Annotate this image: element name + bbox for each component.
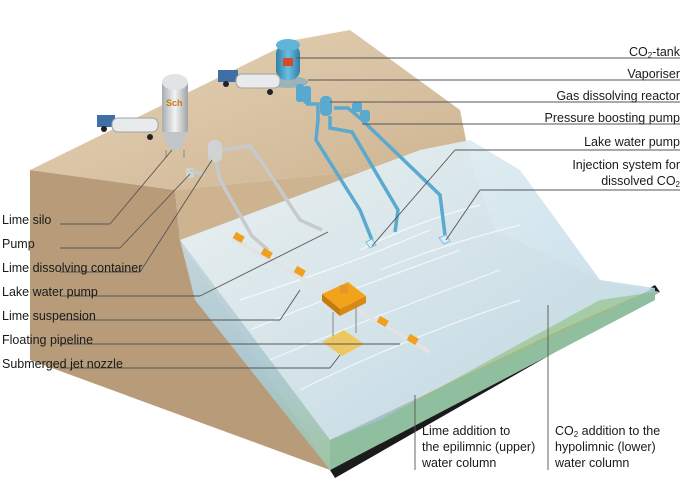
co2-system — [268, 39, 451, 249]
hypolimnion-layer — [330, 292, 655, 470]
label-co2-addition-line2: hypolimnic (lower) — [555, 440, 656, 454]
lime-silo-shape — [162, 82, 188, 132]
label-lime-silo: Lime silo — [2, 213, 52, 227]
label-floating-pipeline: Floating pipeline — [2, 333, 94, 347]
label-lime-dissolving-container: Lime dissolving container — [2, 261, 143, 275]
land-top — [30, 30, 470, 190]
label-co2-addition-post: addition to the — [578, 424, 661, 438]
label-co2-addition-line1: CO2 addition to the — [555, 424, 660, 439]
gas-reactor-shape — [320, 96, 332, 116]
label-lime-suspension: Lime suspension — [2, 309, 96, 323]
pressure-pump-shape — [352, 102, 362, 112]
label-co2-addition-line3: water column — [555, 456, 630, 470]
label-injection-system-line1: Injection system for — [572, 158, 680, 172]
leader-lines — [60, 57, 680, 470]
silo-brand-text: Sch — [166, 98, 183, 108]
label-co2-tank-sub: 2 — [647, 51, 653, 60]
label-lime-addition-line3: water column — [422, 456, 497, 470]
lime-system: Sch — [162, 74, 323, 252]
label-co2-tank-post: -tank — [652, 45, 680, 59]
label-lime-addition-line1: Lime addition to — [422, 424, 511, 438]
label-lake-water-pump-left: Lake water pump — [2, 285, 98, 299]
label-injection-system-line2: dissolved CO2 — [500, 174, 680, 189]
pump-platform — [322, 282, 366, 309]
submerged-nozzle-grid — [322, 330, 364, 356]
vaporiser-shape — [296, 84, 304, 102]
label-pump: Pump — [2, 237, 35, 251]
label-co2-addition-sub: 2 — [573, 430, 579, 439]
co2-truck — [218, 70, 281, 95]
label-co2-tank: CO2-tank — [560, 45, 680, 60]
label-gas-dissolving-reactor: Gas dissolving reactor — [556, 89, 680, 103]
lake-cross-section — [180, 240, 330, 470]
label-pressure-boosting-pump: Pressure boosting pump — [544, 111, 681, 125]
label-submerged-jet-nozzle: Submerged jet nozzle — [2, 357, 123, 371]
label-co2-addition-pre: CO — [555, 424, 574, 438]
label-injection-system-line2-sub: 2 — [675, 180, 680, 189]
lime-dissolving-container-shape — [208, 140, 222, 162]
label-co2-tank-pre: CO — [629, 45, 648, 59]
label-injection-system-line2-pre: dissolved CO — [601, 174, 676, 188]
label-vaporiser: Vaporiser — [627, 67, 680, 81]
floating-pipeline-shape — [231, 231, 431, 356]
label-lime-addition-line2: the epilimnic (upper) — [422, 440, 536, 454]
label-lake-water-pump-right: Lake water pump — [584, 135, 680, 149]
lime-truck — [97, 115, 159, 140]
